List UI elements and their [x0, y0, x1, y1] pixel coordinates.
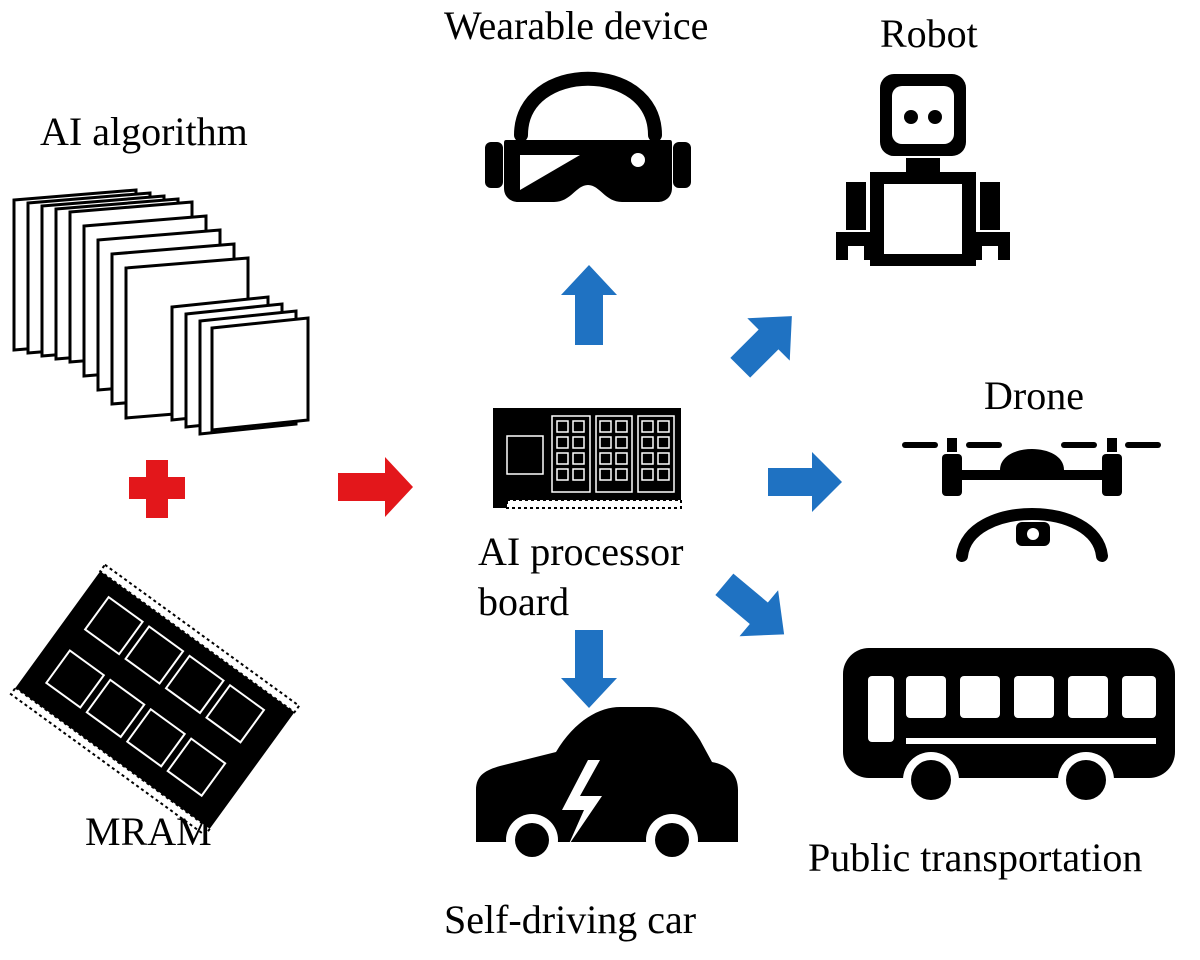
label-ai-algorithm: AI algorithm [40, 109, 248, 154]
label-ai-processor-line1: AI processor [478, 529, 684, 574]
electric-car-icon [476, 707, 738, 866]
arrow-to-bus [715, 573, 785, 637]
arrow-to-drone [768, 452, 842, 512]
arrow-to-robot [730, 316, 792, 378]
arrow-to-wearable [561, 265, 617, 345]
output-arrows [561, 265, 842, 708]
drone-icon [902, 438, 1161, 562]
arrow-to-car [561, 630, 617, 708]
input-arrow [338, 457, 413, 517]
label-wearable-device: Wearable device [444, 3, 709, 48]
label-ai-processor-line2: board [478, 579, 570, 624]
label-mram: MRAM [85, 809, 212, 854]
label-public-transportation: Public transportation [808, 835, 1143, 880]
stacked-layers-icon [12, 188, 310, 436]
label-robot: Robot [880, 11, 978, 56]
mram-chip-icon [9, 563, 301, 837]
label-self-driving-car: Self-driving car [444, 897, 697, 942]
robot-icon [836, 74, 1010, 266]
bus-icon [843, 648, 1175, 808]
plus-icon [129, 460, 185, 518]
vr-headset-icon [485, 71, 691, 202]
label-drone: Drone [984, 373, 1084, 418]
processor-board-icon [493, 408, 682, 509]
